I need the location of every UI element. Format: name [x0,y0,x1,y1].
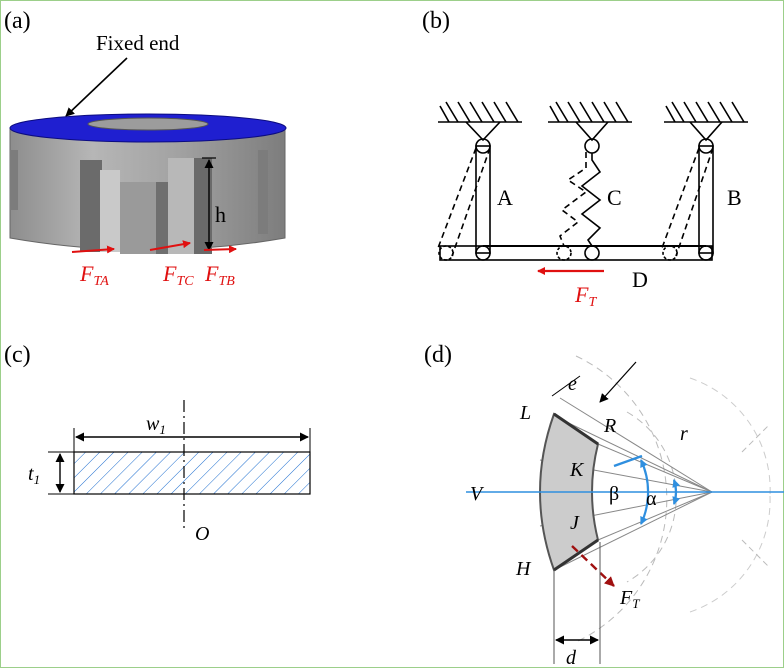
origin-label: O [195,523,209,545]
construction-diag-2 [741,539,769,567]
width-label: w1 [146,413,166,437]
force-arrow-tb [203,245,237,254]
beta-label: β [609,483,619,505]
alpha-arc [672,479,681,505]
ground-support-b [664,101,748,142]
big-r-label: R [603,415,616,437]
fixed-end-arrow [65,57,128,117]
force-label-tc: FTC [162,261,194,289]
force-label-tb: FTB [204,261,235,289]
member-a-deformed [437,147,491,257]
top-face-hole [87,117,209,131]
e-label: e [568,373,577,395]
force-arrow-ta [71,245,115,254]
region-j-label: J [570,512,580,534]
leg-c [120,182,156,254]
e-arrow [599,361,637,403]
construction-diag-1 [741,425,769,453]
pin-c-bottom [584,245,600,261]
member-b-label: B [727,185,742,210]
pin-b-bottom [698,245,714,261]
pin-a-bottom [475,245,491,261]
region-k-label: K [569,459,585,481]
member-a [475,145,491,254]
slot-left [10,150,18,210]
h-label: h [215,202,226,227]
bar-d-label: D [632,267,648,292]
beta-arc [640,459,650,525]
member-b-deformed [661,147,714,257]
force-label-ft-b: FT [574,282,597,310]
thickness-label: t1 [28,463,40,487]
alpha-label: α [646,488,657,510]
outer-arc-left [575,355,668,643]
cross-section-rect [73,451,311,495]
point-l-label: L [519,402,531,424]
member-a-label: A [497,185,513,210]
block-edge-bottom [553,538,599,572]
panel-c: (c) w1 t1 O [4,342,311,545]
panel-b-label: (b) [422,8,450,34]
d-label: d [566,647,577,668]
slot-a-face [100,170,120,252]
small-r-label: r [680,423,688,445]
slot-c [156,182,168,254]
v-label: V [470,483,485,505]
force-label-ft-d: FT [619,587,640,611]
member-c-label: C [607,185,622,210]
block-edge-top [553,412,599,446]
leg-b-face [168,158,194,254]
outer-arc-right-top [689,377,771,497]
force-arrow-tc [149,240,191,251]
panel-a: (a) Fixed end h FTA FTC FTB [4,8,287,289]
pin-b-deformed [662,245,678,261]
member-c-spring [580,153,602,247]
force-arrow-ft-d [571,545,615,587]
force-label-ta: FTA [79,261,109,289]
pin-a-deformed [438,245,454,261]
member-c-deformed [559,152,588,247]
slot-right [258,150,268,234]
ground-support-c [548,101,632,142]
e-leader-1 [551,375,581,397]
panel-d: (d) [424,342,784,668]
fixed-end-label: Fixed end [96,31,180,55]
panel-b: (b) [422,8,748,310]
panel-a-label: (a) [4,8,31,34]
point-h-label: H [515,558,532,580]
r-tick [613,454,643,468]
slot-a [80,160,102,252]
member-b [698,145,714,254]
outer-arc-right-bottom [689,495,771,613]
pin-c-deformed [556,245,572,261]
panel-c-label: (c) [4,342,31,368]
panel-d-label: (d) [424,342,452,368]
ground-support-a [438,101,522,142]
